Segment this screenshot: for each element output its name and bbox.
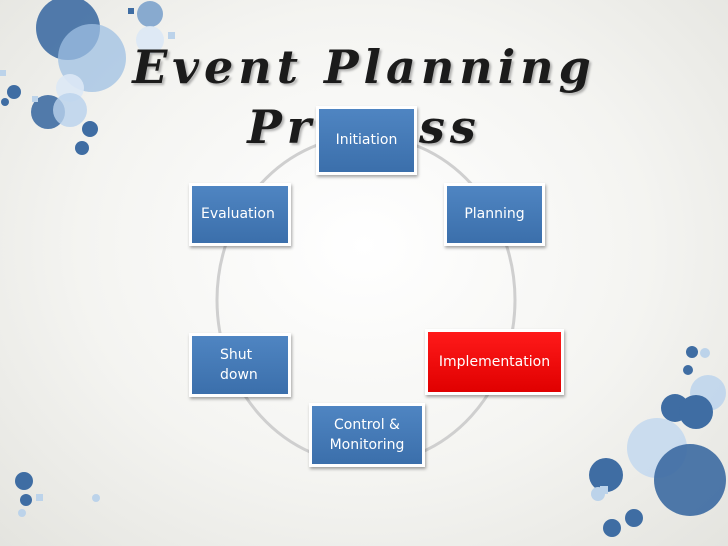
node-control-monitoring[interactable]: Control & Monitoring [309,403,425,467]
node-shut-down-label-1: Shut [220,346,253,363]
node-control-monitoring-label-1: Control & [334,416,400,433]
node-evaluation[interactable]: Evaluation [189,183,291,246]
node-shut-down-label-2: down [220,367,258,383]
node-shut-down[interactable]: Shut down [189,333,291,397]
page-title: Event Planning [132,40,596,94]
node-planning[interactable]: Planning [444,183,545,246]
node-implementation[interactable]: Implementation [425,329,564,395]
node-initiation-label: Initiation [335,132,398,149]
node-evaluation-label: Evaluation [201,206,275,223]
node-implementation-label: Implementation [438,353,551,370]
node-planning-label: Planning [464,206,525,223]
node-control-monitoring-label-2: Monitoring [329,437,405,453]
node-initiation[interactable]: Initiation [316,106,417,175]
